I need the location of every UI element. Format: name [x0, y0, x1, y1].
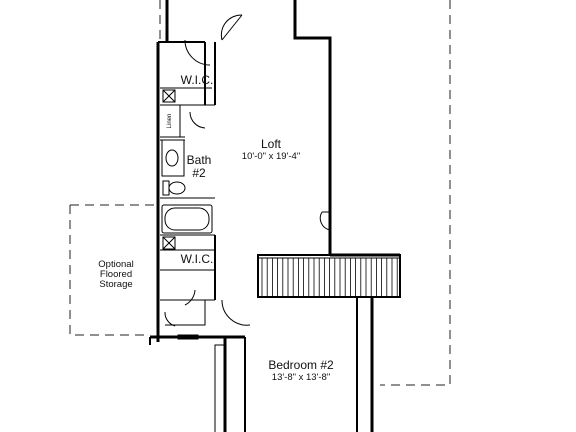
storage-label-line2: Floored — [100, 269, 132, 280]
bedroom-label: Bedroom #2 — [268, 358, 334, 372]
toilet-bowl — [168, 181, 186, 195]
linen-label: Linen — [167, 114, 173, 129]
loft-label: Loft — [261, 137, 282, 151]
bath-label-line2: #2 — [192, 166, 206, 180]
bath-label-line1: Bath — [187, 153, 212, 167]
wic-shelf-box-lower — [162, 236, 176, 250]
storage-label-line3: Storage — [99, 279, 132, 290]
stairs — [257, 254, 401, 298]
fixtures — [161, 89, 213, 250]
wic-shelf-box-upper — [162, 89, 176, 103]
dashed-outlines — [69, 0, 451, 386]
walls — [149, 0, 400, 432]
bedroom-dimensions: 13'-8" x 13'-8" — [272, 372, 330, 383]
wic-upper-label: W.I.C. — [181, 73, 214, 87]
storage-label-line1: Optional — [98, 259, 133, 270]
toilet-tank — [162, 180, 170, 196]
wic-lower-label: W.I.C. — [181, 252, 214, 266]
vanity — [161, 139, 185, 177]
bathtub — [161, 204, 213, 234]
loft-dimensions: 10'-0" x 19'-4" — [242, 151, 300, 162]
doors — [164, 14, 331, 340]
sink — [165, 149, 179, 167]
